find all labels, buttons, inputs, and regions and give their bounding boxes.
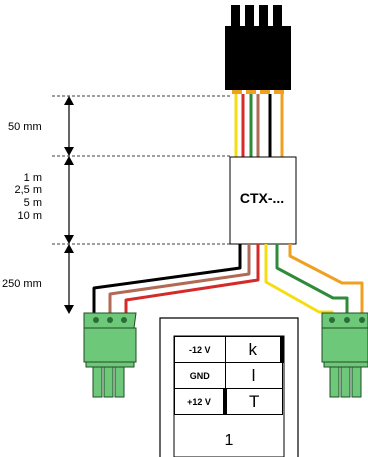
cable-length-3: 5 m bbox=[23, 197, 42, 209]
top-connector bbox=[225, 5, 291, 94]
cable-length-1: 1 m bbox=[23, 172, 42, 184]
unit-number: 1 bbox=[224, 432, 234, 449]
pin-label: -12 V bbox=[174, 336, 226, 363]
pin-label: GND bbox=[174, 362, 226, 389]
right-terminal-connector bbox=[321, 312, 368, 398]
dimension-branch-label: 250 mm bbox=[2, 278, 42, 290]
cable-length-4: 10 m bbox=[17, 210, 42, 222]
left-branch-wires bbox=[92, 244, 260, 314]
ctx-module-box bbox=[229, 156, 297, 245]
pin-label: +12 V bbox=[174, 388, 226, 415]
pin-letter: T bbox=[223, 388, 283, 415]
dimension-top-label: 50 mm bbox=[8, 121, 42, 133]
pinout-table: -12 V k GND l +12 V T bbox=[174, 336, 284, 415]
pinout-row: +12 V T bbox=[174, 388, 283, 415]
top-wires bbox=[234, 94, 284, 157]
pinout-row: GND l bbox=[174, 362, 283, 389]
right-branch-wires bbox=[264, 244, 364, 316]
ctx-module-label: CTX-... bbox=[239, 190, 285, 206]
left-terminal-connector bbox=[83, 312, 137, 398]
pin-letter: l bbox=[224, 362, 283, 389]
dimension-arrows bbox=[64, 96, 74, 314]
pin-letter: k bbox=[224, 336, 284, 363]
pinout-row: -12 V k bbox=[174, 336, 284, 363]
dashed-guides bbox=[52, 95, 232, 245]
cable-length-2: 2,5 m bbox=[14, 184, 42, 196]
